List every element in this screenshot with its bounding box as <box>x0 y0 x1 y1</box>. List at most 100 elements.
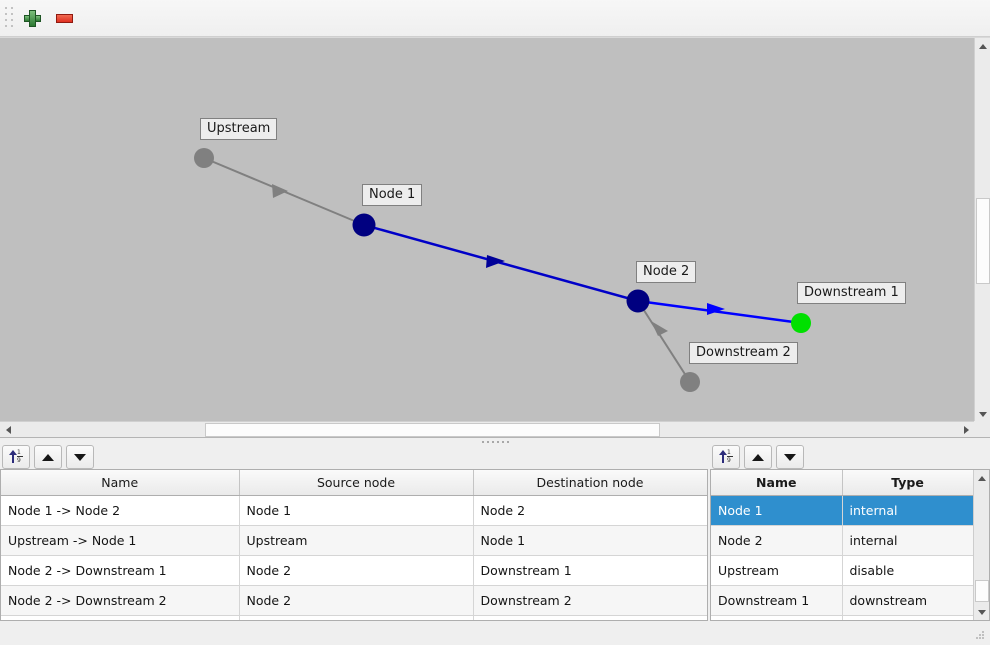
chevron-left-icon <box>5 426 11 434</box>
add-button[interactable] <box>17 4 47 32</box>
graph-canvas[interactable]: Upstream Node 1 Node 2 Downstream 1 Down… <box>0 38 974 422</box>
minus-icon <box>55 13 73 23</box>
edge-destination-cell[interactable]: Node 2 <box>473 495 707 526</box>
window-resize-grip[interactable] <box>976 631 988 643</box>
edge-name-cell[interactable]: Node 2 -> Downstream 1 <box>1 555 240 586</box>
horizontal-splitter[interactable] <box>0 437 990 445</box>
empty-cell <box>842 615 974 620</box>
edge-node2-downstream1[interactable] <box>637 299 802 325</box>
scroll-up-button[interactable] <box>975 38 990 54</box>
graph-node-downstream1[interactable] <box>791 313 811 333</box>
edge-name-cell[interactable]: Node 2 -> Downstream 2 <box>1 585 240 616</box>
nodes-scroll-up-button[interactable] <box>974 470 989 486</box>
toolbar-drag-handle[interactable] <box>3 6 15 30</box>
node-type-cell[interactable]: internal <box>842 495 974 526</box>
table-row[interactable]: Node 2 -> Downstream 1 Node 2 Downstream… <box>1 555 707 586</box>
graph-horizontal-scrollbar[interactable] <box>0 421 974 437</box>
edge-node2-downstream2[interactable] <box>637 300 691 383</box>
graph-node-downstream2[interactable] <box>680 372 700 392</box>
table-row[interactable]: Upstream -> Node 1 Upstream Node 1 <box>1 525 707 556</box>
table-row[interactable]: Downstream 1 downstream <box>711 585 974 616</box>
graph-node-upstream[interactable] <box>194 148 214 168</box>
edges-column-source[interactable]: Source node <box>239 470 474 496</box>
graph-node-node2[interactable] <box>626 289 650 313</box>
table-row[interactable]: Node 1 internal <box>711 495 974 526</box>
node-name-cell[interactable]: Node 2 <box>711 525 843 556</box>
arrow-down-icon <box>74 453 86 461</box>
edge-name-cell[interactable]: Node 1 -> Node 2 <box>1 495 240 526</box>
nodes-column-name[interactable]: Name <box>711 470 843 496</box>
empty-cell <box>239 615 474 620</box>
nodes-table-frame: Name Type Node 1 internal Node 2 interna… <box>710 469 990 621</box>
empty-cell <box>1 615 240 620</box>
edges-table: Name Source node Destination node Node 1… <box>1 470 707 620</box>
scroll-right-button[interactable] <box>958 422 974 438</box>
empty-cell <box>711 615 843 620</box>
edge-destination-cell[interactable]: Downstream 1 <box>473 555 707 586</box>
node-type-cell[interactable]: internal <box>842 525 974 556</box>
graph-node-node1[interactable] <box>352 213 376 237</box>
table-row[interactable]: Node 2 internal <box>711 525 974 556</box>
table-empty-row <box>711 615 974 620</box>
edge-destination-cell[interactable]: Downstream 2 <box>473 585 707 616</box>
edge-upstream-node1[interactable] <box>203 157 365 226</box>
graph-label-node2[interactable]: Node 2 <box>636 261 697 283</box>
nodes-table-scrollbar[interactable] <box>973 470 989 620</box>
edge-destination-cell[interactable]: Node 1 <box>473 525 707 556</box>
scroll-left-button[interactable] <box>0 422 16 438</box>
nodes-column-type[interactable]: Type <box>842 470 974 496</box>
edges-move-up-button[interactable] <box>34 445 62 469</box>
graph-label-downstream1[interactable]: Downstream 1 <box>797 282 906 304</box>
chevron-right-icon <box>963 426 969 434</box>
graph-label-upstream[interactable]: Upstream <box>200 118 278 140</box>
table-row[interactable]: Node 2 -> Downstream 2 Node 2 Downstream… <box>1 585 707 616</box>
nodes-move-up-button[interactable] <box>744 445 772 469</box>
scrollbar-corner <box>974 421 990 437</box>
node-type-cell[interactable]: disable <box>842 555 974 586</box>
chevron-up-icon <box>978 475 986 481</box>
remove-button[interactable] <box>49 4 79 32</box>
edges-column-destination[interactable]: Destination node <box>473 470 707 496</box>
nodes-table: Name Type Node 1 internal Node 2 interna… <box>711 470 974 620</box>
scroll-down-button[interactable] <box>975 406 990 422</box>
graph-label-node1[interactable]: Node 1 <box>362 184 423 206</box>
edges-column-name[interactable]: Name <box>1 470 240 496</box>
graph-svg <box>194 148 811 392</box>
vertical-scroll-thumb[interactable] <box>976 198 990 284</box>
nodes-scroll-down-button[interactable] <box>974 604 989 620</box>
table-row[interactable]: Node 1 -> Node 2 Node 1 Node 2 <box>1 495 707 526</box>
edge-source-cell[interactable]: Upstream <box>239 525 474 556</box>
chevron-down-icon <box>979 411 987 417</box>
edge-source-cell[interactable]: Node 1 <box>239 495 474 526</box>
edge-name-cell[interactable]: Upstream -> Node 1 <box>1 525 240 556</box>
node-name-cell[interactable]: Upstream <box>711 555 843 586</box>
node-type-cell[interactable]: downstream <box>842 585 974 616</box>
graph-vertical-scrollbar[interactable] <box>974 38 990 422</box>
edge-node1-node2[interactable] <box>363 223 639 303</box>
nodes-move-down-button[interactable] <box>776 445 804 469</box>
main-toolbar <box>0 0 990 37</box>
plus-icon <box>23 9 41 27</box>
nodes-table-header-row: Name Type <box>711 470 974 496</box>
node-name-cell[interactable]: Node 1 <box>711 495 843 526</box>
table-row[interactable]: Upstream disable <box>711 555 974 586</box>
node-name-cell[interactable]: Downstream 1 <box>711 585 843 616</box>
edges-move-down-button[interactable] <box>66 445 94 469</box>
splitter-grip-icon <box>481 440 509 443</box>
arrow-down-icon <box>784 453 796 461</box>
horizontal-scroll-thumb[interactable] <box>205 423 660 437</box>
table-empty-row <box>1 615 707 620</box>
edge-source-cell[interactable]: Node 2 <box>239 585 474 616</box>
graph-label-downstream2[interactable]: Downstream 2 <box>689 342 798 364</box>
arrow-up-icon <box>42 453 54 461</box>
graph-panel: Upstream Node 1 Node 2 Downstream 1 Down… <box>0 37 990 437</box>
nodes-scroll-thumb[interactable] <box>975 580 989 602</box>
edge-source-cell[interactable]: Node 2 <box>239 555 474 586</box>
empty-cell <box>473 615 707 620</box>
